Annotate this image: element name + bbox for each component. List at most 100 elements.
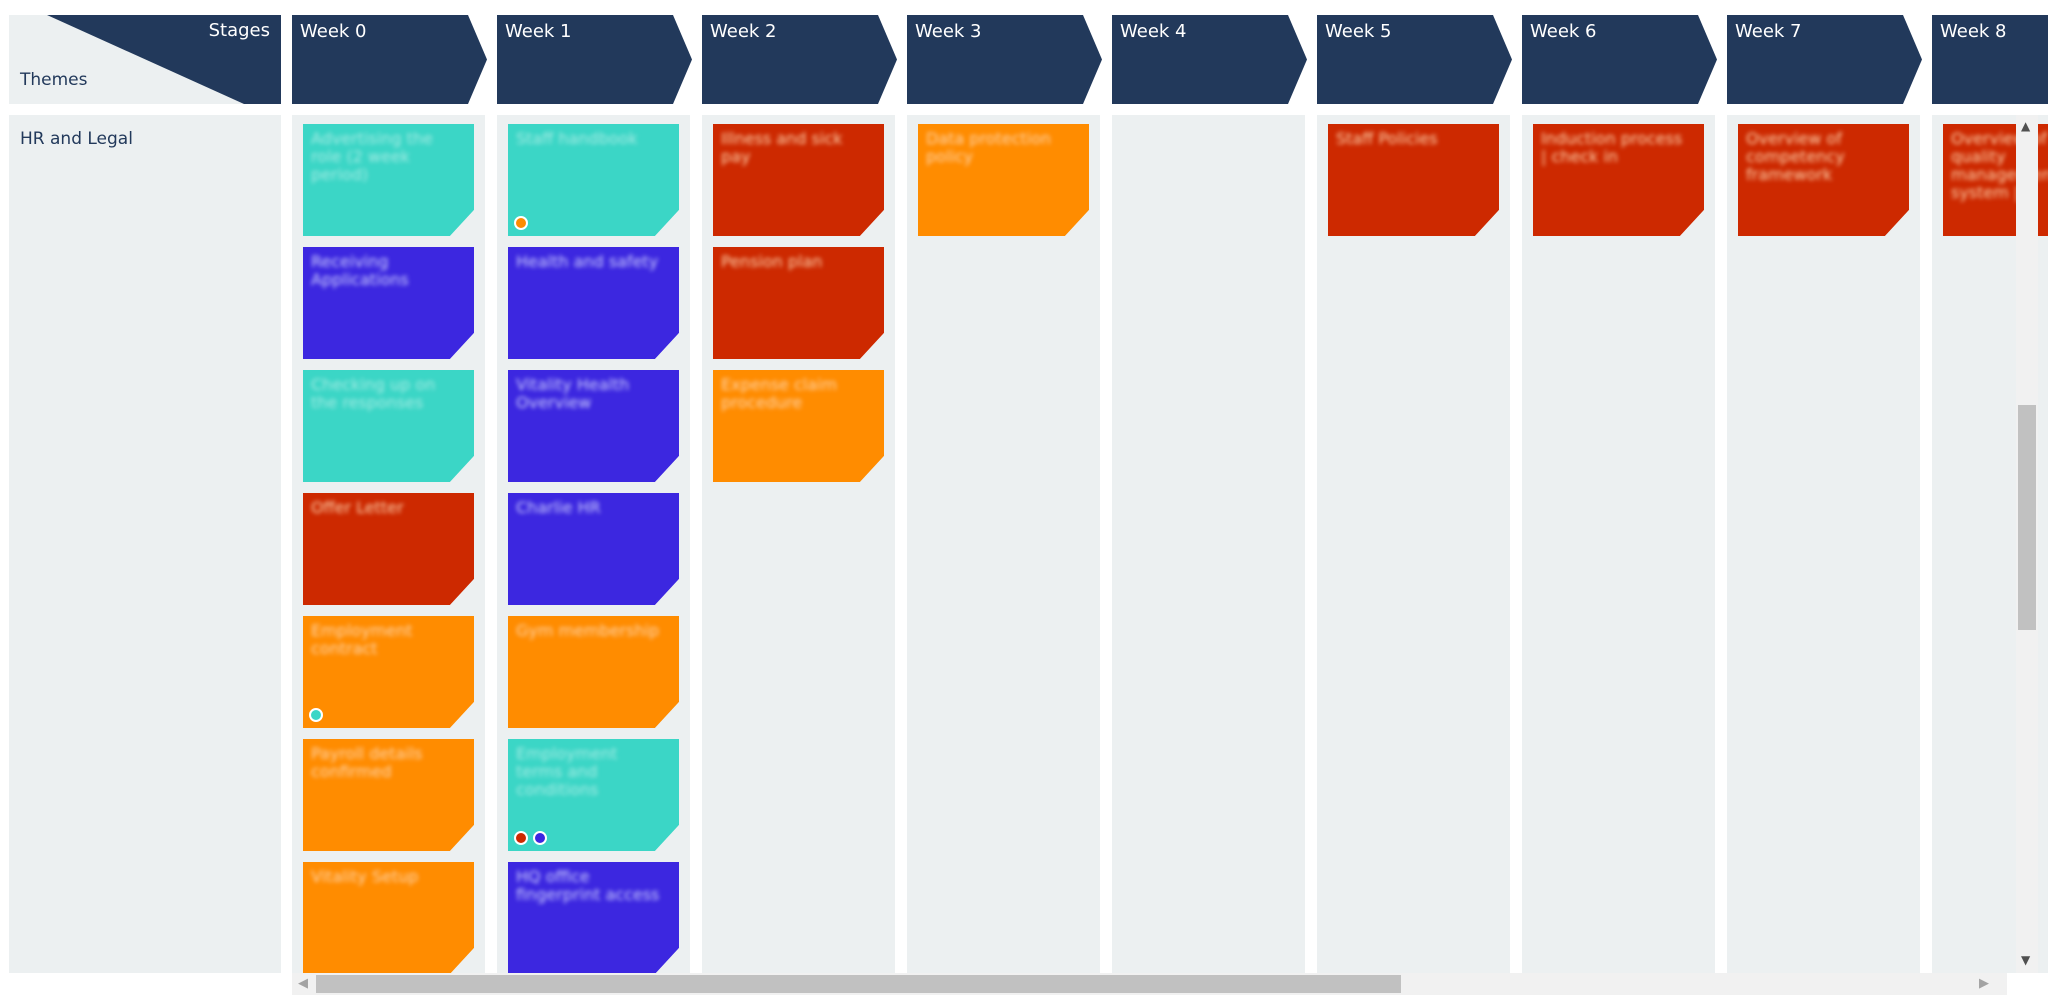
card-title: Data protection policy <box>926 129 1052 166</box>
header-corner: Stages Themes <box>9 15 281 104</box>
story-card[interactable]: Employment contract <box>303 616 474 728</box>
scroll-left-arrow[interactable]: ◀ <box>298 976 308 991</box>
story-card[interactable]: Data protection policy <box>918 124 1089 236</box>
story-card[interactable]: Gym membership <box>508 616 679 728</box>
card-title: Vitality Health Overview <box>516 375 630 412</box>
story-card[interactable]: Offer Letter <box>303 493 474 605</box>
stage-header[interactable]: Week 4 <box>1112 15 1307 104</box>
card-title: Staff handbook <box>516 129 638 148</box>
stage-chevron <box>292 15 487 104</box>
story-card[interactable]: Staff Policies <box>1328 124 1499 236</box>
stage-chevron <box>497 15 692 104</box>
stage-label: Week 5 <box>1325 21 1392 42</box>
card-background <box>303 493 474 605</box>
card-title: Illness and sick pay <box>721 129 843 166</box>
card-tag-dot[interactable] <box>309 708 323 722</box>
card-title: Expense claim procedure <box>721 375 838 412</box>
stage-chevron <box>1932 15 2048 104</box>
stage-column: Overview of competency framework <box>1727 115 1920 973</box>
story-card[interactable]: Checking up on the responses <box>303 370 474 482</box>
stage-chevron <box>1727 15 1922 104</box>
card-tag-dot[interactable] <box>533 831 547 845</box>
stage-column: Staff Policies <box>1317 115 1510 973</box>
theme-label: HR and Legal <box>20 129 133 149</box>
card-background <box>303 739 474 851</box>
stage-label: Week 3 <box>915 21 982 42</box>
story-card[interactable]: Vitality Health Overview <box>508 370 679 482</box>
stage-header[interactable]: Week 7 <box>1727 15 1922 104</box>
stages-axis-label: Stages <box>208 20 270 41</box>
card-tag-dot[interactable] <box>514 831 528 845</box>
scroll-up-arrow[interactable]: ▲ <box>2021 119 2031 133</box>
story-card[interactable]: Employment terms and conditions <box>508 739 679 851</box>
corner-diagonal <box>47 15 281 104</box>
vertical-scrollbar[interactable]: ▲ ▼ <box>2016 115 2038 973</box>
stage-chevron <box>907 15 1102 104</box>
card-title: Employment contract <box>311 621 413 658</box>
stage-header[interactable]: Week 1 <box>497 15 692 104</box>
card-background <box>303 616 474 728</box>
card-background <box>303 247 474 359</box>
card-title: Health and safety <box>516 252 659 271</box>
card-background <box>508 493 679 605</box>
stage-label: Week 8 <box>1940 21 2007 42</box>
card-title: Receiving Applications <box>311 252 409 289</box>
story-card[interactable]: Health and safety <box>508 247 679 359</box>
card-title: Employment terms and conditions <box>516 744 618 799</box>
stage-header[interactable]: Week 0 <box>292 15 487 104</box>
stage-chevron <box>702 15 897 104</box>
stage-label: Week 7 <box>1735 21 1802 42</box>
card-background <box>508 862 679 973</box>
story-card[interactable]: Vitality Setup <box>303 862 474 973</box>
card-background <box>713 124 884 236</box>
card-background <box>508 124 679 236</box>
story-card[interactable]: Pension plan <box>713 247 884 359</box>
stage-chevron <box>1112 15 1307 104</box>
stage-header[interactable]: Week 6 <box>1522 15 1717 104</box>
card-tag-dot[interactable] <box>514 216 528 230</box>
stage-label: Week 0 <box>300 21 367 42</box>
story-card[interactable]: Illness and sick pay <box>713 124 884 236</box>
story-card[interactable]: Overview of competency framework <box>1738 124 1909 236</box>
card-title: Advertising the role (2 week period) <box>311 129 433 184</box>
card-background <box>1738 124 1909 236</box>
card-background <box>508 739 679 851</box>
card-background <box>508 247 679 359</box>
stage-header[interactable]: Week 8 <box>1932 15 2048 104</box>
story-card[interactable]: Staff handbook <box>508 124 679 236</box>
stage-column: Data protection policy <box>907 115 1100 973</box>
story-card[interactable]: Payroll details confirmed <box>303 739 474 851</box>
story-card[interactable]: Charlie HR <box>508 493 679 605</box>
card-title: Payroll details confirmed <box>311 744 423 781</box>
stage-header[interactable]: Week 2 <box>702 15 897 104</box>
scroll-right-arrow[interactable]: ▶ <box>1979 976 1989 991</box>
card-title: Checking up on the responses <box>311 375 436 412</box>
stage-column: Advertising the role (2 week period) Rece… <box>292 115 485 973</box>
card-title: HQ office fingerprint access <box>516 867 660 904</box>
card-title: Staff Policies <box>1336 129 1438 148</box>
theme-row-header[interactable]: HR and Legal <box>9 115 281 973</box>
scroll-down-arrow[interactable]: ▼ <box>2021 953 2031 967</box>
story-card[interactable]: HQ office fingerprint access <box>508 862 679 973</box>
card-title: Charlie HR <box>516 498 601 517</box>
card-background <box>303 862 474 973</box>
vertical-scroll-thumb[interactable] <box>2018 405 2036 630</box>
card-background <box>1328 124 1499 236</box>
story-card[interactable]: Induction process | check in <box>1533 124 1704 236</box>
story-card[interactable]: Expense claim procedure <box>713 370 884 482</box>
stage-label: Week 4 <box>1120 21 1187 42</box>
card-background <box>713 247 884 359</box>
story-card[interactable]: Receiving Applications <box>303 247 474 359</box>
card-background <box>1533 124 1704 236</box>
horizontal-scrollbar[interactable]: ◀ ▶ <box>292 973 2007 995</box>
card-background <box>303 370 474 482</box>
card-title: Gym membership <box>516 621 660 640</box>
horizontal-scroll-thumb[interactable] <box>316 975 1401 993</box>
stage-header[interactable]: Week 3 <box>907 15 1102 104</box>
stage-header[interactable]: Week 5 <box>1317 15 1512 104</box>
card-title: Vitality Setup <box>311 867 419 886</box>
story-card[interactable]: Advertising the role (2 week period) <box>303 124 474 236</box>
themes-axis-label: Themes <box>20 70 88 90</box>
